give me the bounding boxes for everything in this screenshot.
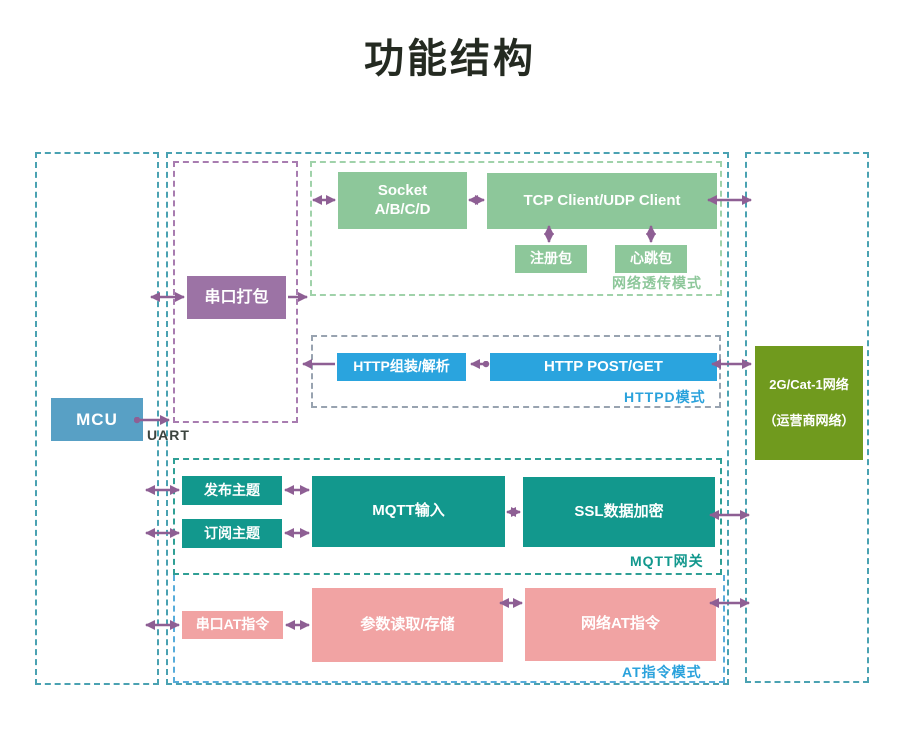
param-storage-box: 参数读取/存储 (312, 588, 503, 662)
subscribe-topic-box: 订阅主题 (182, 519, 282, 548)
mcu-box: MCU (51, 398, 143, 441)
carrier-network-line2: （运营商网络） (763, 412, 855, 428)
carrier-network-region (745, 152, 869, 683)
mqtt-input-box: MQTT输入 (312, 476, 505, 547)
httpd-mode-region (311, 335, 721, 408)
carrier-network-box: 2G/Cat-1网络 （运营商网络） (755, 346, 863, 460)
network-at-command-box: 网络AT指令 (525, 588, 716, 661)
transparent-mode-region (310, 161, 722, 296)
http-post-get-box: HTTP POST/GET (490, 353, 717, 381)
tcp-udp-client-box: TCP Client/UDP Client (487, 173, 717, 229)
socket-box: Socket A/B/C/D (338, 172, 467, 229)
serial-pack-box: 串口打包 (187, 276, 286, 319)
uart-label: UART (147, 427, 190, 443)
socket-line2: A/B/C/D (374, 200, 431, 218)
heartbeat-packet-box: 心跳包 (615, 245, 687, 273)
httpd-mode-label: HTTPD模式 (624, 389, 706, 405)
socket-line1: Socket (377, 181, 428, 199)
serial-at-command-box: 串口AT指令 (182, 611, 283, 639)
publish-topic-box: 发布主题 (182, 476, 282, 505)
mqtt-gateway-label: MQTT网关 (630, 553, 704, 569)
ssl-encrypt-box: SSL数据加密 (523, 477, 715, 547)
carrier-network-line1: 2G/Cat-1网络 (769, 377, 849, 393)
at-mode-label: AT指令模式 (622, 664, 702, 680)
page-title: 功能结构 (364, 37, 536, 81)
http-parse-box: HTTP组装/解析 (337, 353, 466, 381)
transparent-mode-label: 网络透传模式 (612, 275, 702, 291)
register-packet-box: 注册包 (515, 245, 587, 273)
